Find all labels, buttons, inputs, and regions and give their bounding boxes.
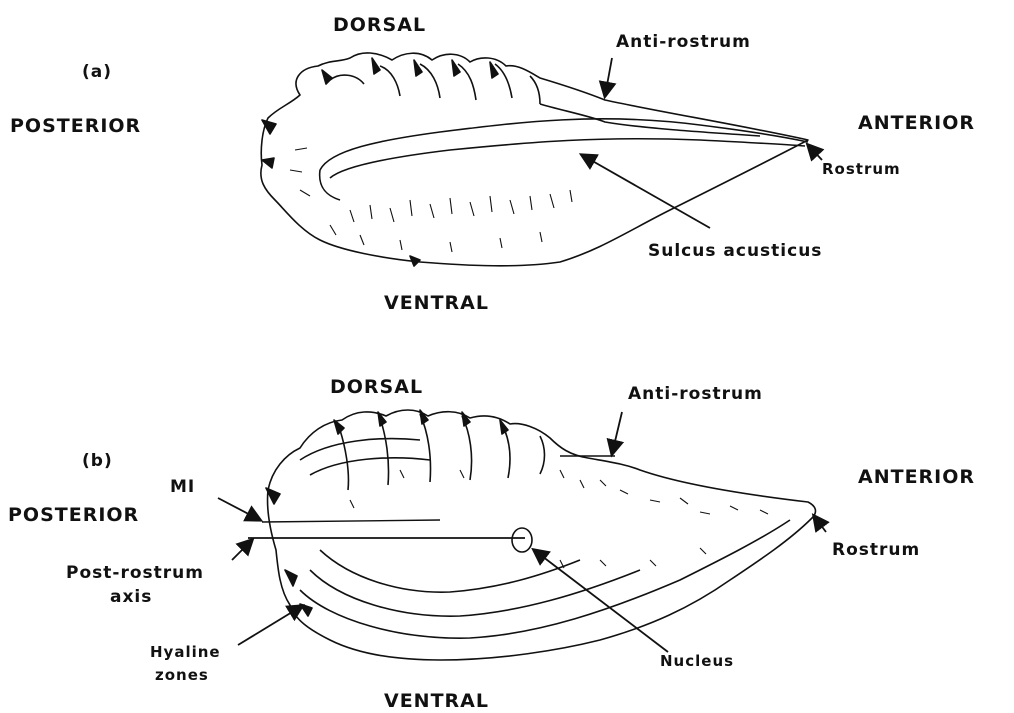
- otolith-a-sulcus: [320, 119, 808, 200]
- arrow-a-sulcus: [582, 155, 710, 228]
- anti-rostrum-label-a: Anti-rostrum: [616, 32, 751, 52]
- arrow-b-post-rostrum: [232, 540, 252, 560]
- ventral-label-a: VENTRAL: [384, 292, 489, 314]
- anterior-label-a: ANTERIOR: [858, 112, 975, 134]
- arrow-b-antirostrum: [612, 412, 622, 454]
- panel-a-tag: (a): [82, 62, 112, 82]
- otolith-b: [248, 410, 815, 660]
- arrow-a-rostrum: [808, 145, 822, 160]
- otolith-b-nucleus: [512, 528, 532, 552]
- arrows-b: [218, 412, 826, 652]
- anti-rostrum-label-b: Anti-rostrum: [628, 384, 763, 404]
- arrow-b-mi: [218, 498, 260, 520]
- panel-b-tag: (b): [82, 451, 113, 471]
- anterior-label-b: ANTERIOR: [858, 466, 975, 488]
- otolith-a-texture: [290, 148, 572, 252]
- arrow-b-nucleus: [534, 550, 668, 652]
- post-rostrum-label-b-line1: Post-rostrum: [66, 563, 204, 583]
- post-rostrum-label-b-line2: axis: [110, 587, 152, 607]
- arrow-a-antirostrum: [605, 58, 612, 96]
- otolith-a-lobes: [330, 64, 540, 104]
- mi-label-b: MI: [170, 477, 195, 497]
- dorsal-label-b: DORSAL: [330, 376, 423, 398]
- otolith-a: [261, 53, 808, 266]
- rostrum-label-b: Rostrum: [832, 540, 920, 560]
- otolith-b-texture: [350, 470, 768, 568]
- nucleus-label-b: Nucleus: [660, 652, 734, 670]
- arrow-b-rostrum: [814, 516, 826, 532]
- hyaline-label-b-line2: zones: [155, 666, 209, 684]
- sulcus-label-a: Sulcus acusticus: [648, 241, 822, 261]
- ventral-label-b: VENTRAL: [384, 690, 489, 712]
- otolith-b-mi-line: [262, 520, 440, 522]
- hyaline-label-b-line1: Hyaline: [150, 643, 221, 661]
- arrows-a: [582, 58, 822, 228]
- posterior-label-b: POSTERIOR: [8, 504, 139, 526]
- dorsal-label-a: DORSAL: [333, 14, 426, 36]
- arrow-b-hyaline: [238, 606, 302, 645]
- rostrum-label-a: Rostrum: [822, 160, 901, 178]
- otolith-a-outline: [261, 53, 808, 266]
- posterior-label-a: POSTERIOR: [10, 115, 141, 137]
- otolith-b-outline: [267, 410, 815, 660]
